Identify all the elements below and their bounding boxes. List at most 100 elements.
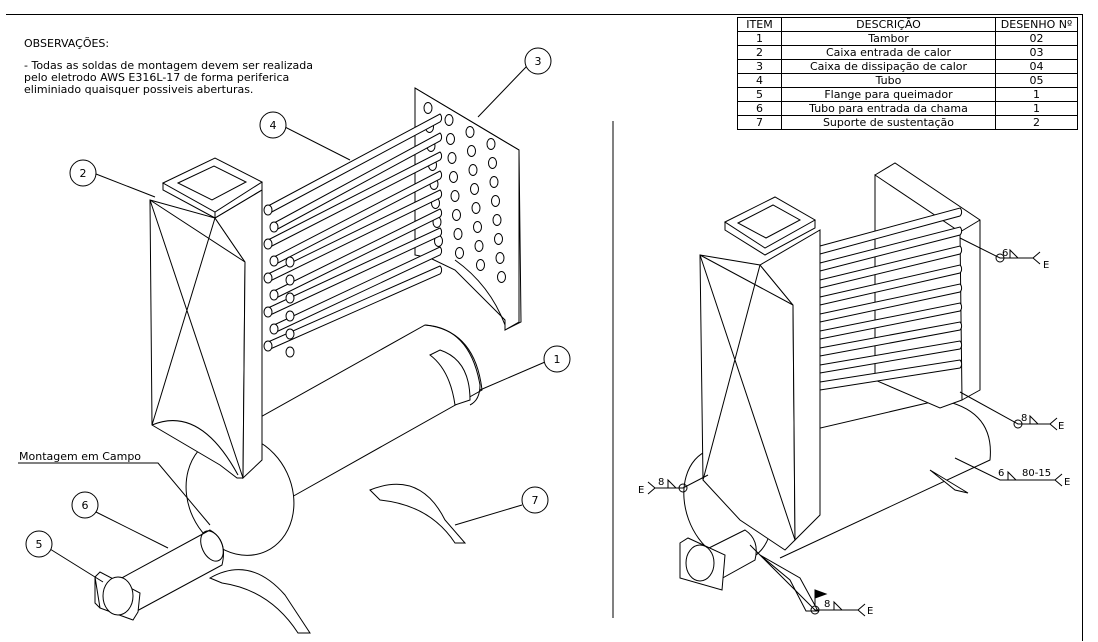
assembled-flame-tube bbox=[679, 529, 757, 591]
plate-hole bbox=[486, 138, 496, 150]
tube bbox=[267, 151, 443, 249]
plate-hole bbox=[467, 145, 476, 157]
tube-end bbox=[285, 310, 295, 322]
tube bbox=[819, 302, 963, 340]
plate-hole bbox=[446, 133, 455, 145]
tube bbox=[267, 265, 443, 351]
weld-symbol: 8 E bbox=[959, 391, 1064, 432]
plate-hole bbox=[473, 221, 482, 233]
tube bbox=[273, 208, 443, 300]
tube-end bbox=[285, 274, 295, 286]
weld-length: 80-15 bbox=[1022, 468, 1051, 479]
drum-part bbox=[185, 324, 483, 556]
balloon-label: 5 bbox=[36, 538, 43, 551]
tube bbox=[819, 283, 963, 323]
plate-hole bbox=[453, 228, 463, 240]
tube bbox=[267, 189, 443, 283]
tube-end bbox=[269, 221, 279, 233]
weld-ref: E bbox=[638, 485, 644, 496]
balloon-label: 7 bbox=[532, 494, 539, 507]
balloon-5 bbox=[25, 530, 53, 558]
balloon-label: 2 bbox=[80, 167, 87, 180]
tube bbox=[273, 170, 443, 266]
bom-header-item: ITEM bbox=[737, 17, 782, 32]
weld-ref: E bbox=[1064, 477, 1070, 488]
burner-flange-part bbox=[94, 571, 141, 621]
plate-hole bbox=[470, 183, 479, 195]
plate-hole bbox=[471, 202, 481, 214]
plate-hole bbox=[444, 114, 454, 126]
weld-ref: E bbox=[1043, 260, 1049, 271]
support-saddle-part bbox=[208, 483, 467, 634]
balloon-4 bbox=[259, 111, 287, 139]
balloon-3 bbox=[524, 47, 552, 75]
weld-symbol: 8 E bbox=[638, 474, 709, 496]
tube-end bbox=[269, 289, 279, 301]
plate-hole bbox=[492, 214, 502, 226]
bill-of-materials-table: ITEM DESCRIÇÃO DESENHO Nº 1 Tambor 02 2 … bbox=[737, 17, 1078, 130]
dissipation-box-part bbox=[414, 87, 522, 331]
tube-end bbox=[263, 272, 273, 284]
weld-size: 8 bbox=[824, 599, 830, 610]
tube bbox=[819, 264, 963, 306]
weld-ref: E bbox=[1058, 421, 1064, 432]
assembled-support bbox=[759, 554, 819, 612]
plate-hole bbox=[465, 126, 475, 138]
balloon-2 bbox=[69, 159, 97, 187]
balloon-label: 3 bbox=[535, 55, 542, 68]
tube-end bbox=[263, 306, 273, 318]
bom-row: 3 Caixa de dissipação de calor 04 bbox=[737, 59, 1078, 74]
plate-hole bbox=[468, 164, 478, 176]
plate-hole bbox=[423, 102, 433, 114]
plate-hole bbox=[476, 259, 485, 271]
weld-symbol: 6 E bbox=[959, 237, 1049, 271]
balloon-1 bbox=[543, 345, 571, 373]
tube-end bbox=[263, 340, 273, 352]
plate-hole bbox=[452, 209, 461, 221]
drawing-sheet-border bbox=[6, 14, 1083, 641]
tube-end bbox=[285, 256, 295, 268]
balloon-6 bbox=[71, 491, 99, 519]
plate-hole bbox=[495, 252, 505, 264]
bom-row: 5 Flange para queimador 1 bbox=[737, 87, 1078, 102]
tube-end bbox=[285, 328, 295, 340]
plate-hole bbox=[497, 271, 506, 283]
tube bbox=[267, 113, 443, 215]
balloon-7 bbox=[521, 486, 549, 514]
plate-hole bbox=[489, 176, 499, 188]
inlet-box-part bbox=[149, 157, 264, 480]
assembled-support bbox=[929, 469, 969, 494]
bom-description: Suporte de sustentação bbox=[781, 115, 996, 130]
assembled-inlet-box bbox=[699, 196, 821, 551]
assembled-view: 6 E 8 E 6 80-15 E 8 E bbox=[638, 162, 1070, 617]
plate-hole bbox=[488, 157, 497, 169]
field-assembly-note: Montagem em Campo bbox=[18, 450, 211, 526]
notes-block: OBSERVAÇÕES: - Todas as soldas de montag… bbox=[24, 38, 313, 96]
tube bbox=[273, 132, 443, 232]
tube bbox=[819, 207, 963, 255]
plate-hole bbox=[491, 195, 500, 207]
bom-row: 7 Suporte de sustentação 2 bbox=[737, 115, 1078, 130]
plate-hole bbox=[455, 247, 464, 259]
assembled-tube-bundle bbox=[819, 207, 963, 391]
field-assembly-label: Montagem em Campo bbox=[19, 450, 141, 463]
notes-line: pelo eletrodo AWS E316L-17 de forma peri… bbox=[24, 71, 290, 84]
tube bbox=[819, 245, 963, 289]
weld-symbols: 6 E 8 E 6 80-15 E 8 E bbox=[638, 237, 1070, 617]
tube-end bbox=[269, 323, 279, 335]
notes-line: - Todas as soldas de montagem devem ser … bbox=[24, 59, 314, 72]
bom-row: 2 Caixa entrada de calor 03 bbox=[737, 45, 1078, 60]
weld-ref: E bbox=[867, 606, 873, 617]
tube-bundle-part bbox=[263, 113, 443, 358]
tube-end bbox=[263, 238, 273, 250]
item-balloons: 2 4 3 1 7 6 5 bbox=[25, 47, 571, 583]
tube bbox=[819, 226, 963, 272]
plate-hole bbox=[449, 171, 458, 183]
tube-end bbox=[285, 346, 295, 358]
weld-symbol: 6 80-15 E bbox=[954, 457, 1070, 488]
balloon-label: 4 bbox=[270, 119, 277, 132]
weld-size: 6 bbox=[1002, 248, 1008, 259]
tube-end bbox=[285, 292, 295, 304]
exploded-view: 2 4 3 1 7 6 5 Montagem em Campo bbox=[18, 47, 571, 634]
